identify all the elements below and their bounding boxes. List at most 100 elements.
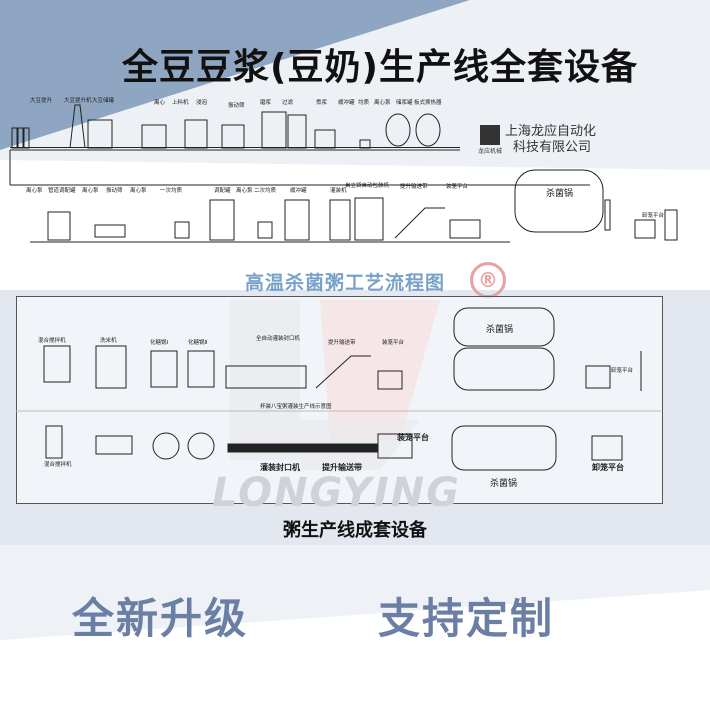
lift-conveyor-lower-icon [315, 355, 371, 389]
company-name: 上海龙应自动化 科技有限公司 [505, 124, 596, 156]
label-row1-0: 大豆提升 [30, 98, 53, 104]
label-row1-1: 大豆提升机 [64, 98, 92, 104]
grinder-icon [261, 111, 287, 149]
label-row1-4: 上料机 [172, 100, 189, 106]
label-sterilizer-lower: 杀菌锅 [490, 479, 518, 489]
label-row2-10: 灌装机 [330, 188, 347, 194]
mixer-icon [43, 345, 71, 383]
label-unload-top: 卸笼平台 [642, 213, 665, 219]
hopper-icon [11, 127, 18, 149]
label-bottom-6: 装笼平台 [382, 340, 405, 346]
company-logo-icon [480, 125, 500, 145]
label-row2-1: 管道调配罐 [48, 188, 76, 194]
page-title: 全豆豆浆(豆奶)生产线全套设备 [122, 47, 638, 88]
unloading-platform-icon [634, 219, 656, 239]
label-bottom-0: 混合搅拌机 [38, 338, 66, 344]
filling-sealer-icon [225, 365, 307, 389]
rice-washer-icon [95, 345, 127, 389]
buffer-tank-icon [284, 199, 310, 241]
slogan-customize: 支持定制 [378, 594, 555, 643]
label-row2-3: 振动筛 [106, 188, 123, 194]
homogenizer-icon [174, 221, 190, 239]
pump-icon [359, 139, 371, 149]
label-bottom-5: 提升输送带 [328, 340, 356, 346]
sterilizer-upper-icon [453, 307, 555, 347]
label-row2-7: 离心泵 [236, 188, 253, 194]
porridge-diagram-panel [16, 296, 663, 504]
screen-icon [221, 124, 245, 149]
elevator-icon [69, 104, 86, 149]
loading-platform-icon [449, 219, 481, 239]
registered-mark-icon: ® [470, 262, 506, 298]
slogan-upgrade: 全新升级 [72, 594, 249, 643]
label-mixer-lower: 混合搅拌机 [44, 462, 72, 468]
conveyor-lower-icon [227, 443, 379, 453]
label-row2-9: 缓冲罐 [290, 188, 307, 194]
lift-conveyor-icon [394, 207, 445, 239]
washer-lower-icon [95, 435, 133, 455]
homogenizer2-icon [257, 221, 273, 239]
label-row1-13: 储浆罐 [396, 100, 413, 106]
label-row1-7: 磨浆 [260, 100, 272, 106]
washer-icon [141, 124, 167, 149]
loading-platform-lower-icon [377, 370, 403, 390]
label-load: 装笼平台 [397, 433, 429, 442]
boiler-icon [314, 129, 336, 149]
filling-machine-icon [329, 199, 351, 241]
loading-lower-icon [377, 433, 413, 459]
label-row2-4: 离心泵 [130, 188, 147, 194]
label-bottom-4: 全自动灌装封口机 [256, 336, 301, 342]
label-row2-12: 提升输送带 [400, 184, 428, 190]
sugar-pot-1-icon [150, 350, 178, 388]
packaging-machine-icon [354, 197, 384, 241]
label-bottom-3: 化糖锅Ⅱ [188, 340, 208, 346]
mixing-tank-icon [47, 211, 71, 241]
label-row1-10: 缓冲罐 [338, 100, 355, 106]
label-conveyor: 灌装封口机 [260, 463, 300, 472]
label-row2-2: 离心泵 [82, 188, 99, 194]
company-name-line1: 上海龙应自动化 [505, 124, 597, 139]
label-belt: 提升输送带 [322, 463, 362, 472]
label-bottom-2: 化糖锅Ⅰ [150, 340, 169, 346]
process-subtitle: 高温杀菌粥工艺流程图 [245, 272, 446, 294]
sterilizer-lower-icon [451, 425, 557, 471]
soak-tank-icon [184, 119, 208, 149]
label-row2-11: 自立袋自动包装机 [345, 183, 390, 189]
label-row1-12: 离心泵 [374, 100, 391, 106]
label-row1-2: 大豆储罐 [92, 98, 115, 104]
porridge-process-diagram [16, 307, 661, 471]
label-bottom-1: 洗米机 [100, 338, 117, 344]
sugar-pot-2-icon [187, 350, 215, 388]
sterilizer-icon [514, 169, 604, 233]
sterilizer-middle-icon [453, 347, 555, 391]
sugar-pot-lower-1-icon [152, 432, 180, 460]
label-row1-11: 均质 [358, 100, 370, 106]
label-row2-8: 二次均质 [254, 188, 277, 194]
label-row1-5: 浸泡 [196, 100, 208, 106]
soymilk-process-diagram [9, 104, 678, 243]
label-row1-14: 板式换热器 [414, 100, 442, 106]
sugar-pot-lower-2-icon [187, 432, 215, 460]
label-row2-5: 一次均质 [160, 188, 183, 194]
label-row2-6: 调配罐 [214, 188, 231, 194]
label-caption-mid: 杯装八宝粥灌装生产线示意图 [260, 404, 332, 410]
filter-icon [287, 114, 307, 149]
label-row2-0: 离心泵 [26, 188, 43, 194]
storage-tank2-icon [385, 113, 411, 147]
label-row1-9: 煮浆 [316, 100, 328, 106]
unloading-lower-icon [591, 435, 623, 461]
panel-caption: 粥生产线成套设备 [283, 520, 427, 541]
mixer-lower-icon [45, 425, 63, 459]
company-name-line2: 科技有限公司 [513, 140, 592, 155]
label-unload-lower: 卸笼平台 [592, 463, 624, 472]
label-row2-13: 装笼平台 [446, 184, 469, 190]
storage-tank-icon [87, 119, 113, 149]
company-logo-text: 龙应机械 [478, 148, 503, 155]
watermark-text: LONGYING [212, 470, 461, 516]
label-sterilizer-top: 杀菌锅 [546, 189, 574, 199]
label-row1-6: 振动筛 [228, 103, 245, 109]
label-sterilizer-upper: 杀菌锅 [486, 325, 514, 335]
label-unload-upper: 卸笼平台 [611, 368, 634, 374]
blending-tank-icon [209, 199, 235, 241]
label-row1-3: 离心 [154, 100, 166, 106]
